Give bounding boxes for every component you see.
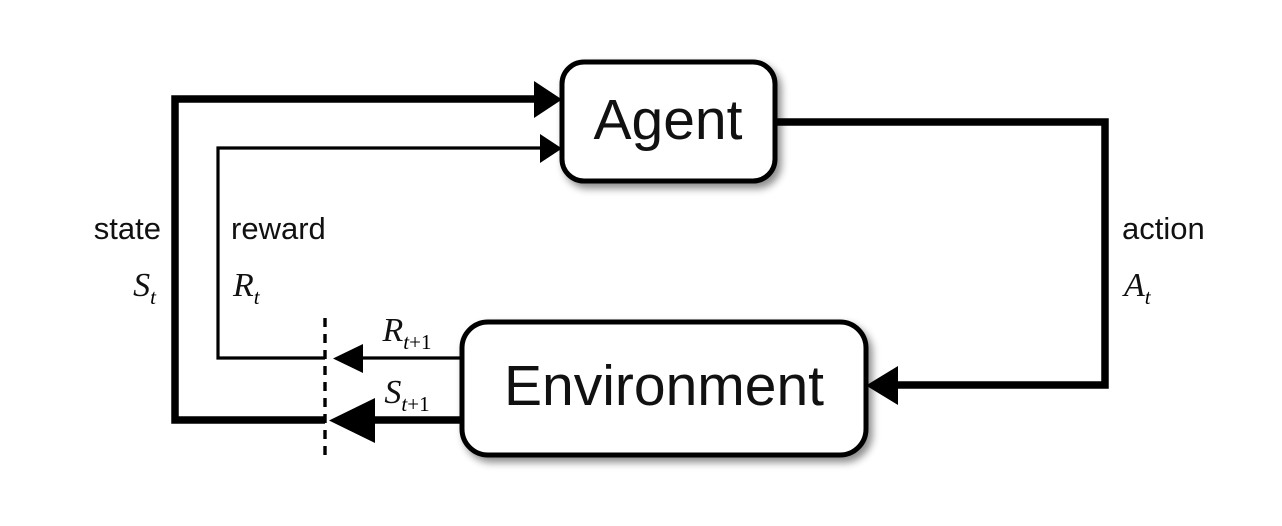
- reward-symbol-label: Rt: [232, 267, 261, 309]
- reward-word-label: reward: [231, 211, 326, 246]
- next-state-sub-var-glyph: t: [401, 392, 408, 416]
- action-edge: [775, 118, 1109, 405]
- action-symbol-glyph: A: [1122, 267, 1145, 304]
- agent-node[interactable]: Agent: [559, 59, 778, 184]
- state-edge: [171, 81, 562, 424]
- environment-node[interactable]: Environment: [459, 319, 869, 458]
- next-state-symbol-label: St+1: [384, 374, 429, 416]
- state-symbol-label: St: [133, 267, 157, 309]
- next-state-sub-op-glyph: +1: [407, 392, 429, 416]
- action-subscript-glyph: t: [1145, 285, 1152, 309]
- next-reward-edge: [333, 344, 462, 373]
- state-symbol-glyph: S: [133, 267, 150, 304]
- agent-box[interactable]: [559, 59, 778, 184]
- next-reward-symbol-glyph: R: [382, 312, 404, 349]
- reward-edge: [216, 134, 562, 360]
- agent-label: Agent: [594, 88, 743, 152]
- reward-subscript-glyph: t: [254, 285, 261, 309]
- state-subscript-glyph: t: [150, 285, 157, 309]
- next-state-symbol-glyph: S: [384, 374, 401, 411]
- next-reward-sub-var-glyph: t: [403, 330, 410, 354]
- reward-symbol-glyph: R: [232, 267, 254, 304]
- next-reward-sub-op-glyph: +1: [409, 330, 431, 354]
- environment-label: Environment: [504, 354, 824, 418]
- action-symbol-label: At: [1122, 267, 1152, 309]
- next-state-edge: [329, 398, 462, 443]
- action-word-label: action: [1122, 211, 1205, 246]
- state-word-label: state: [94, 211, 161, 246]
- environment-box[interactable]: [459, 319, 869, 458]
- next-reward-symbol-label: Rt+1: [382, 312, 432, 354]
